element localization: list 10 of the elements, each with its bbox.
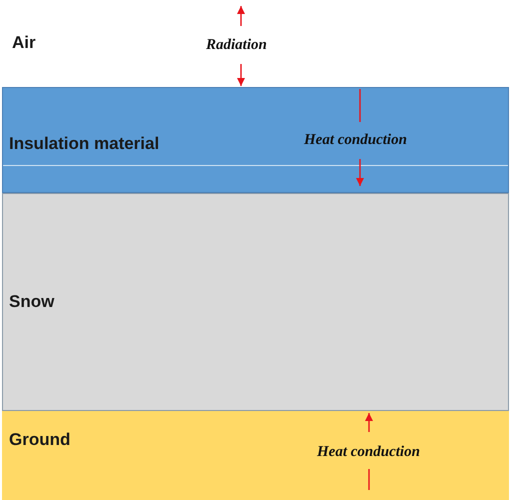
- arrow-label: Radiation: [206, 37, 267, 54]
- layer-name: Insulation material: [9, 134, 160, 154]
- layer-name: Snow: [9, 292, 54, 312]
- snow-layer: [2, 193, 509, 411]
- insulation-layer: [2, 87, 509, 193]
- arrow-label: Heat conduction: [304, 132, 407, 149]
- ground-layer: [2, 411, 509, 500]
- arrow-label: Heat conduction: [317, 444, 420, 461]
- layer-name: Ground: [9, 430, 70, 450]
- region-label: Air: [12, 33, 36, 53]
